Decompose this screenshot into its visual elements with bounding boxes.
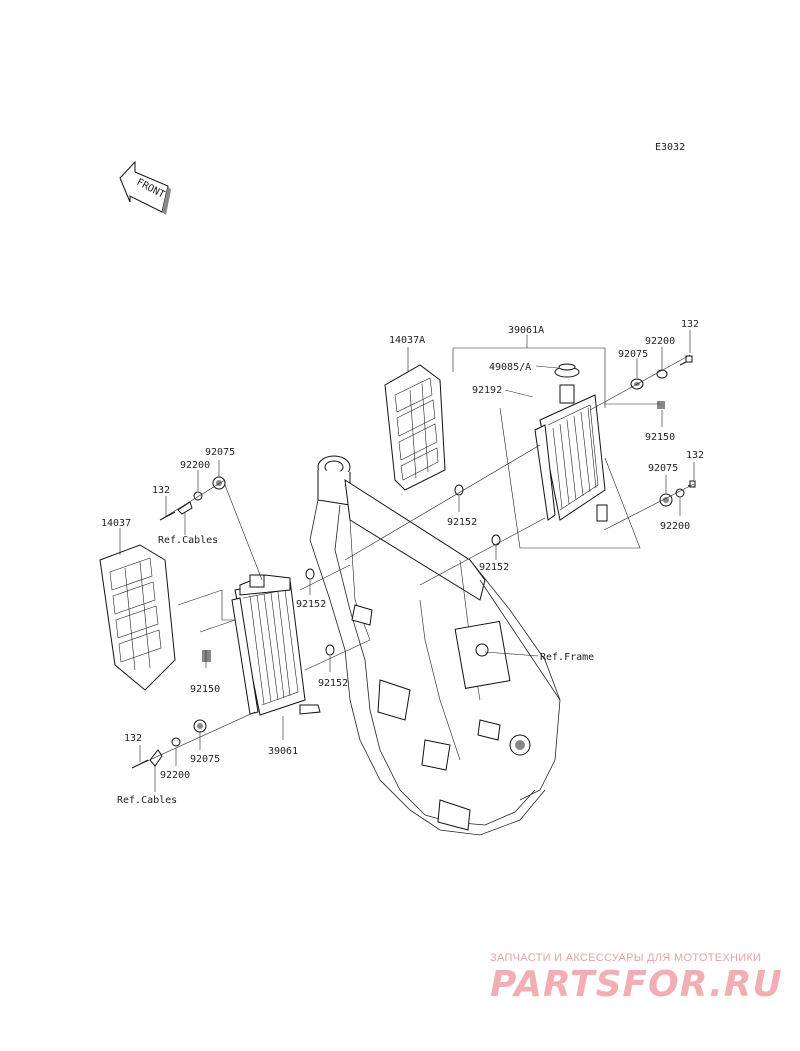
label-132-left-top: 132 [152, 485, 170, 496]
label-49085A: 49085/A [489, 362, 531, 373]
watermark-logo: PARTSFOR.RU [490, 964, 783, 1005]
label-14037A: 14037A [389, 335, 425, 346]
left-bottom-hardware [131, 719, 207, 769]
right-shroud [384, 364, 446, 491]
label-14037: 14037 [101, 518, 131, 529]
diagram-code: E3032 [655, 142, 685, 153]
collar-92152-a [454, 484, 464, 496]
right-top-hardware [630, 355, 693, 390]
label-92200-right-bottom: 92200 [660, 521, 690, 532]
label-92075-left-top: 92075 [205, 447, 235, 458]
left-shroud [99, 544, 176, 691]
label-refcables-left-top: Ref.Cables [158, 535, 218, 546]
label-92075-left-bottom: 92075 [190, 754, 220, 765]
label-132-left-bottom: 132 [124, 733, 142, 744]
label-39061: 39061 [268, 746, 298, 757]
part-labels: 39061A 14037A 49085/A 92192 92075 92200 … [101, 319, 704, 806]
watermark-tagline: ЗАПЧАСТИ И АКСЕССУАРЫ ДЛЯ МОТОТЕХНИКИ [490, 952, 762, 964]
left-top-hardware [159, 476, 226, 521]
collar-92152-c [305, 568, 315, 580]
collar-92152-b [491, 534, 501, 546]
label-refcables-left-bottom: Ref.Cables [117, 795, 177, 806]
label-92152-left-2: 92152 [318, 678, 348, 689]
grommet-left [202, 650, 211, 662]
label-92200-left-bottom: 92200 [160, 770, 190, 781]
label-92150-left: 92150 [190, 684, 220, 695]
right-radiator [534, 363, 608, 522]
leader-lines [119, 330, 695, 792]
label-92150-right: 92150 [645, 432, 675, 443]
collar-92152-d [325, 644, 335, 656]
label-92200-right-top: 92200 [645, 336, 675, 347]
label-refframe: Ref.Frame [540, 652, 594, 663]
label-92200-left-top: 92200 [180, 460, 210, 471]
label-39061A: 39061A [508, 325, 544, 336]
label-92152-left-1: 92152 [296, 599, 326, 610]
front-arrow-icon: FRONT [119, 160, 171, 215]
label-92152-right-2: 92152 [479, 562, 509, 573]
label-92075-right-bottom: 92075 [648, 463, 678, 474]
right-bottom-hardware [659, 480, 696, 507]
left-radiator [231, 574, 321, 716]
label-132-right-bottom: 132 [686, 450, 704, 461]
label-92075-right-top: 92075 [618, 349, 648, 360]
label-132-right-top: 132 [681, 319, 699, 330]
label-92152-right-1: 92152 [447, 517, 477, 528]
frame [309, 455, 561, 836]
grommet-right [657, 401, 665, 409]
label-92192: 92192 [472, 385, 502, 396]
